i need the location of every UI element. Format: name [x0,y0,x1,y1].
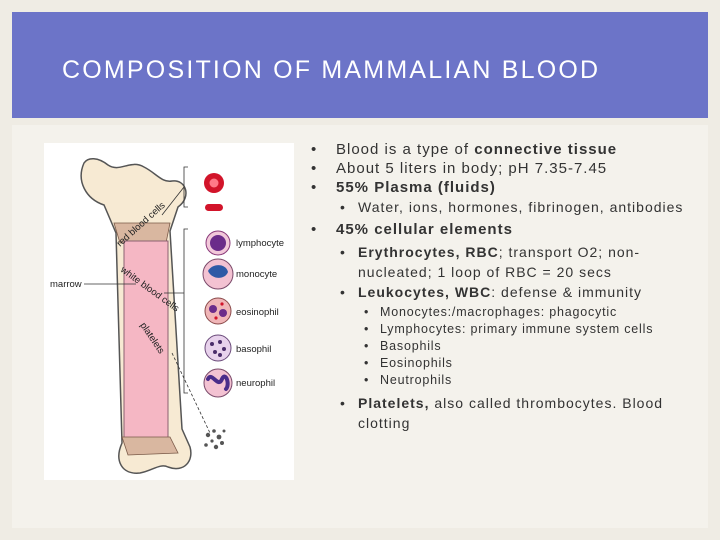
bullet-text: ; transport O2; non-nucleated; 1 loop of… [358,244,641,280]
bullet-emphasis: Leukocytes, WBC [358,284,492,300]
label-lymphocyte: lymphocyte [236,238,284,249]
label-basophil: basophil [236,344,271,355]
wbc-bracket [183,228,188,394]
marrow-cavity [123,240,169,440]
bullet-volume-ph: About 5 liters in body; pH 7.35-7.45 [308,159,703,178]
title-bar [12,12,708,118]
bone-marrow-diagram: red blood cells white blood cells platel… [44,143,294,480]
label-eosinophil: eosinophil [236,307,279,318]
bullet-cellular-elements: 45% cellular elements [308,220,703,239]
bullet-text: also called thrombocytes. Blood clotting [358,395,664,431]
eosinophil-cell [204,297,232,325]
wbc-type-item: Monocytes:/macrophages: phagocytic [308,304,703,321]
label-neutrophil: neurophil [236,378,275,389]
bullet-text: : defense & immunity [491,284,642,300]
bullet-plasma: 55% Plasma (fluids) [308,178,703,197]
basophil-cell [204,334,232,362]
sub-bullet-erythrocytes: Erythrocytes, RBC; transport O2; non-nuc… [308,242,703,282]
bullet-list: Blood is a type of connective tissue Abo… [308,140,703,433]
bullet-emphasis: Erythrocytes, RBC [358,244,499,260]
sub-bullet-platelets: Platelets, also called thrombocytes. Blo… [308,393,703,433]
bullet-emphasis: 55% Plasma (fluids) [336,179,496,196]
rbc-cell-side [205,204,223,211]
sub-bullet-plasma-contents: Water, ions, hormones, fibrinogen, antib… [308,197,703,217]
slide-title: COMPOSITION OF MAMMALIAN BLOOD [62,56,601,84]
label-marrow: marrow [50,279,82,290]
wbc-type-item: Basophils [308,338,703,355]
wbc-type-item: Eosinophils [308,355,703,372]
platelets-cluster [204,429,226,450]
wbc-type-item: Lymphocytes: primary immune system cells [308,321,703,338]
bone-diagram-svg: red blood cells white blood cells platel… [50,158,284,474]
sub-bullet-leukocytes: Leukocytes, WBC: defense & immunity [308,282,703,302]
wbc-type-item: Neutrophils [308,372,703,389]
bullet-emphasis: Platelets, [358,395,430,411]
bullet-text: Blood is a type of [336,141,475,158]
spongy-bone-bottom [121,436,179,456]
bullet-emphasis: connective tissue [474,141,618,158]
bullet-connective-tissue: Blood is a type of connective tissue [308,140,703,159]
bullet-emphasis: 45% cellular elements [336,221,513,238]
label-monocyte: monocyte [236,269,277,280]
